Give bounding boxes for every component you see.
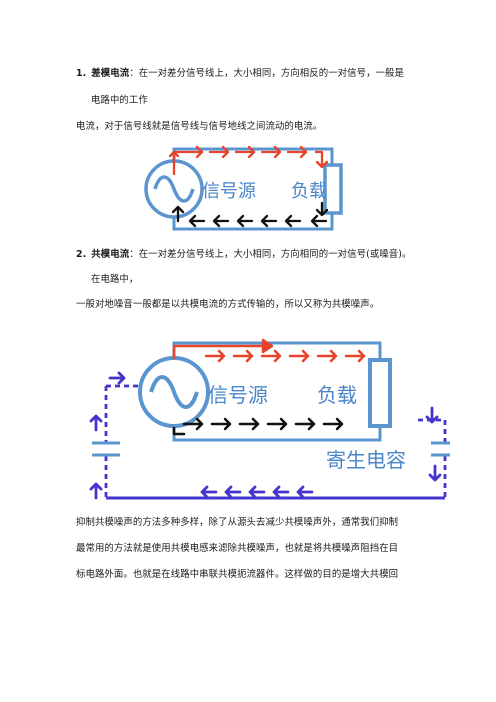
black-return-arrows: [171, 201, 329, 228]
parasitic-loop: [104, 384, 447, 498]
paragraph-line-3: 标电路外面。也就是在线路中串联共模扼流器件。这样做的目的是增大共模回: [76, 569, 399, 580]
paragraph-line-1: 抑制共模噪声的方法多种多样，除了从源头去减少共模噪声外，通常我们抑制: [76, 517, 399, 528]
load-label: 负载: [291, 181, 327, 202]
section2-number: 2.: [76, 249, 87, 260]
paragraph-line-2: 最常用的方法就是使用共模电感来滤除共模噪声，也就是将共模噪声阻挡在目: [76, 543, 399, 554]
common-mode-diagram: 信号源 负载 寄生电容: [89, 338, 450, 500]
sine-wave-icon: [153, 175, 195, 203]
red-current-arrows: [168, 145, 329, 176]
load-label: 负载: [317, 383, 357, 407]
black-current-arrows: [172, 417, 344, 436]
red-current-arrows: [172, 338, 366, 363]
differential-mode-diagram: 信号源 负载: [144, 145, 343, 231]
load-resistor-icon: [368, 358, 392, 428]
section2-term: 共模电流: [91, 249, 130, 260]
sine-wave-icon: [149, 375, 199, 409]
section1-colon: ：: [129, 68, 139, 79]
section2-heading: 2. 共模电流：在一对差分信号线上，大小相同，方向相同的一对信号(或噪音)。: [76, 249, 412, 261]
common-mode-return-arrows: [89, 371, 442, 500]
section1-number: 1.: [76, 68, 87, 79]
section2-colon: ：: [129, 249, 139, 260]
source-label: 信号源: [202, 181, 256, 202]
section2-explanation: 一般对地噪音一般都是以共模电流的方式传输的，所以又称为共模噪声。: [76, 299, 380, 310]
section1-definition: 在一对差分信号线上，大小相同，方向相反的一对信号，一般是: [138, 68, 404, 79]
section1-term: 差模电流: [91, 68, 130, 79]
source-label: 信号源: [208, 383, 268, 407]
parasitic-capacitance-label: 寄生电容: [326, 448, 406, 472]
section2-definition-cont: 在电路中，: [91, 274, 139, 285]
parasitic-capacitor-icons: [92, 441, 450, 457]
section2-definition: 在一对差分信号线上，大小相同，方向相同的一对信号(或噪音)。: [138, 249, 412, 260]
section1-explanation: 电流，对于信号线就是信号线与信号地线之间流动的电流。: [76, 121, 323, 132]
load-resistor-icon: [323, 163, 343, 215]
section1-definition-cont: 电路中的工作: [91, 95, 148, 106]
section1-heading: 1. 差模电流：在一对差分信号线上，大小相同，方向相反的一对信号，一般是: [76, 68, 404, 80]
